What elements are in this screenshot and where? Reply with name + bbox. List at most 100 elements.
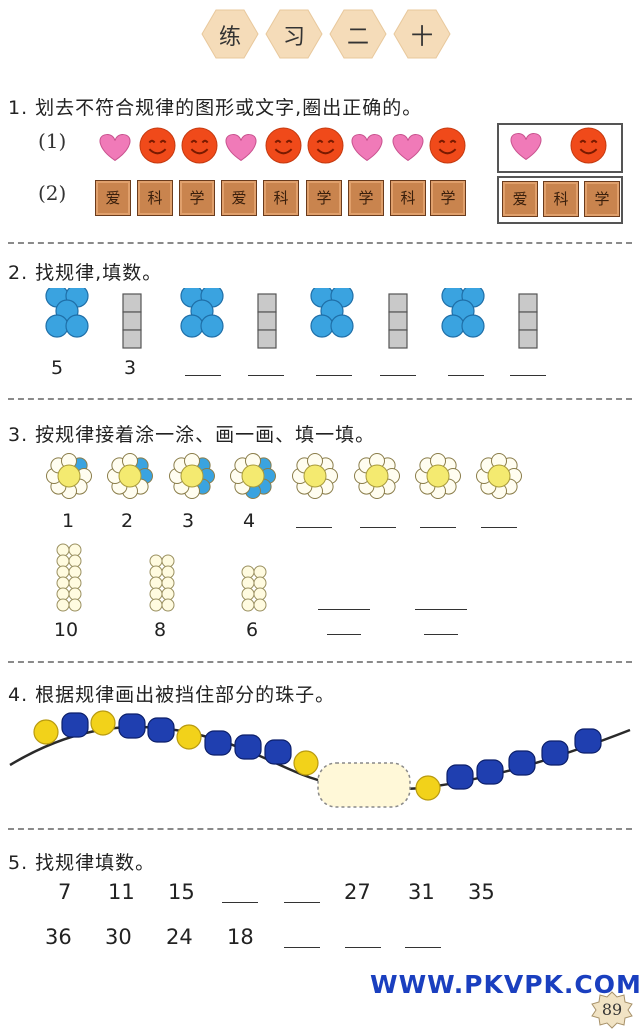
circle-cluster <box>441 288 485 338</box>
q1-tile: 爱 <box>221 180 257 216</box>
q5-blank[interactable] <box>405 947 441 948</box>
q1-tile: 科 <box>137 180 173 216</box>
title-char-1: 练 <box>218 25 241 50</box>
q1-answer-tile: 爱 <box>502 181 538 217</box>
yellow-bead <box>90 710 116 736</box>
page-badge-shape <box>591 991 633 1029</box>
q2-number-2: 3 <box>123 357 137 379</box>
flower <box>354 453 400 499</box>
title-char-2: 习 <box>282 25 305 50</box>
q3-flower-blank[interactable] <box>481 527 517 528</box>
q3-stack-blank-number[interactable] <box>327 634 361 635</box>
flower <box>107 453 153 499</box>
q1-tile: 学 <box>179 180 215 216</box>
q3-bead-stacks <box>56 543 267 612</box>
q1-tile: 科 <box>263 180 299 216</box>
bead-stack <box>241 565 267 612</box>
q5-blank[interactable] <box>284 947 320 948</box>
divider <box>8 661 632 663</box>
question-4-title: 4. 根据规律画出被挡住部分的珠子。 <box>8 684 336 706</box>
q1-tile: 学 <box>348 180 384 216</box>
q2-blank[interactable] <box>510 375 546 376</box>
q5-blank[interactable] <box>284 902 320 903</box>
square-stack <box>257 293 277 349</box>
smiley-icon <box>429 127 466 164</box>
q3-flower-number-1: 1 <box>61 510 75 532</box>
blue-bead <box>118 713 146 739</box>
circle-cluster <box>45 288 89 338</box>
blue-bead <box>147 717 175 743</box>
q5-number: 31 <box>408 880 435 904</box>
q1-row1-label: (1) <box>38 129 67 153</box>
smiley-icon <box>265 127 302 164</box>
q3-stack-blank-drawing[interactable] <box>318 609 370 610</box>
square-stack <box>388 293 408 349</box>
bead-stack <box>149 554 175 612</box>
circle-cluster <box>310 288 354 338</box>
q5-number: 24 <box>166 925 193 949</box>
yellow-bead <box>176 724 202 750</box>
q3-stack-number-2: 8 <box>153 619 167 641</box>
question-1-title: 1. 划去不符合规律的图形或文字,圈出正确的。 <box>8 97 423 119</box>
q5-number: 15 <box>168 880 195 904</box>
q5-blank[interactable] <box>345 947 381 948</box>
heart-icon <box>99 133 131 162</box>
blue-bead <box>234 734 262 760</box>
yellow-bead <box>293 750 319 776</box>
q3-flowers <box>46 453 522 499</box>
yellow-bead <box>33 719 59 745</box>
page-number: 89 <box>601 1000 623 1019</box>
smiley-icon <box>307 127 344 164</box>
q3-flower-blank[interactable] <box>360 527 396 528</box>
q3-flower-number-3: 3 <box>181 510 195 532</box>
smiley-icon <box>181 127 218 164</box>
q5-number: 30 <box>105 925 132 949</box>
blue-bead <box>541 740 569 766</box>
page-number-badge: 89 <box>590 990 634 1030</box>
question-3-title: 3. 按规律接着涂一涂、画一画、填一填。 <box>8 424 376 446</box>
question-2-title: 2. 找规律,填数。 <box>8 262 163 284</box>
q5-number: 7 <box>58 880 72 904</box>
heart-icon <box>510 132 542 161</box>
q2-blank[interactable] <box>316 375 352 376</box>
blue-bead <box>508 750 536 776</box>
heart-icon <box>392 133 424 162</box>
q3-flower-blank[interactable] <box>420 527 456 528</box>
question-5-title: 5. 找规律填数。 <box>8 852 156 874</box>
flower <box>292 453 338 499</box>
q2-blank[interactable] <box>380 375 416 376</box>
q2-number-1: 5 <box>50 357 64 379</box>
square-stack <box>518 293 538 349</box>
q5-number: 27 <box>344 880 371 904</box>
divider <box>8 242 632 244</box>
q3-flower-number-2: 2 <box>120 510 134 532</box>
blue-bead <box>446 764 474 790</box>
divider <box>8 398 632 400</box>
worksheet-title: 练 习 二 十 <box>188 6 458 62</box>
title-hexagons <box>201 9 451 59</box>
flower <box>415 453 461 499</box>
q2-blank[interactable] <box>185 375 221 376</box>
blue-bead <box>574 728 602 754</box>
square-stack <box>122 293 142 349</box>
flower <box>476 453 522 499</box>
q3-flower-blank[interactable] <box>296 527 332 528</box>
q1-tile: 科 <box>390 180 426 216</box>
circle-cluster <box>180 288 224 338</box>
bead-stack <box>56 543 82 612</box>
q3-stack-number-3: 6 <box>245 619 259 641</box>
q5-blank[interactable] <box>222 902 258 903</box>
q2-figures <box>45 288 538 349</box>
q3-stack-blank-drawing[interactable] <box>415 609 467 610</box>
q5-number: 18 <box>227 925 254 949</box>
q2-blank[interactable] <box>248 375 284 376</box>
smiley-icon <box>570 127 607 164</box>
q2-blank[interactable] <box>448 375 484 376</box>
hidden-beads-cover <box>317 762 411 808</box>
q1-answer-tile: 学 <box>584 181 620 217</box>
q1-row2-label: (2) <box>38 181 67 205</box>
q1-tile: 学 <box>306 180 342 216</box>
q5-number: 11 <box>108 880 135 904</box>
flower <box>230 453 276 499</box>
q3-stack-blank-number[interactable] <box>424 634 458 635</box>
